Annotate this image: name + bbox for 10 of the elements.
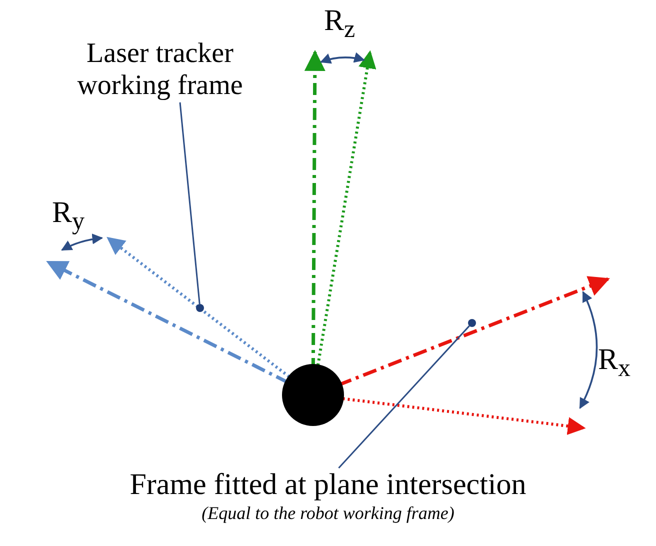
leader-line — [338, 325, 470, 468]
rotation-label: R$_{z}$ — [324, 6, 356, 42]
frame-label: Frame fitted at plane intersection — [128, 468, 528, 502]
frame-label: Laser tracker working frame — [76, 38, 244, 102]
marker-dot — [196, 304, 204, 312]
leader-line — [179, 102, 200, 304]
marker-dot — [468, 319, 476, 327]
rotation-label: R$_{y}$ — [52, 198, 85, 234]
frame-note: (Equal to the robot working frame) — [200, 502, 456, 524]
rotation-label: R$_{x}$ — [598, 345, 631, 381]
